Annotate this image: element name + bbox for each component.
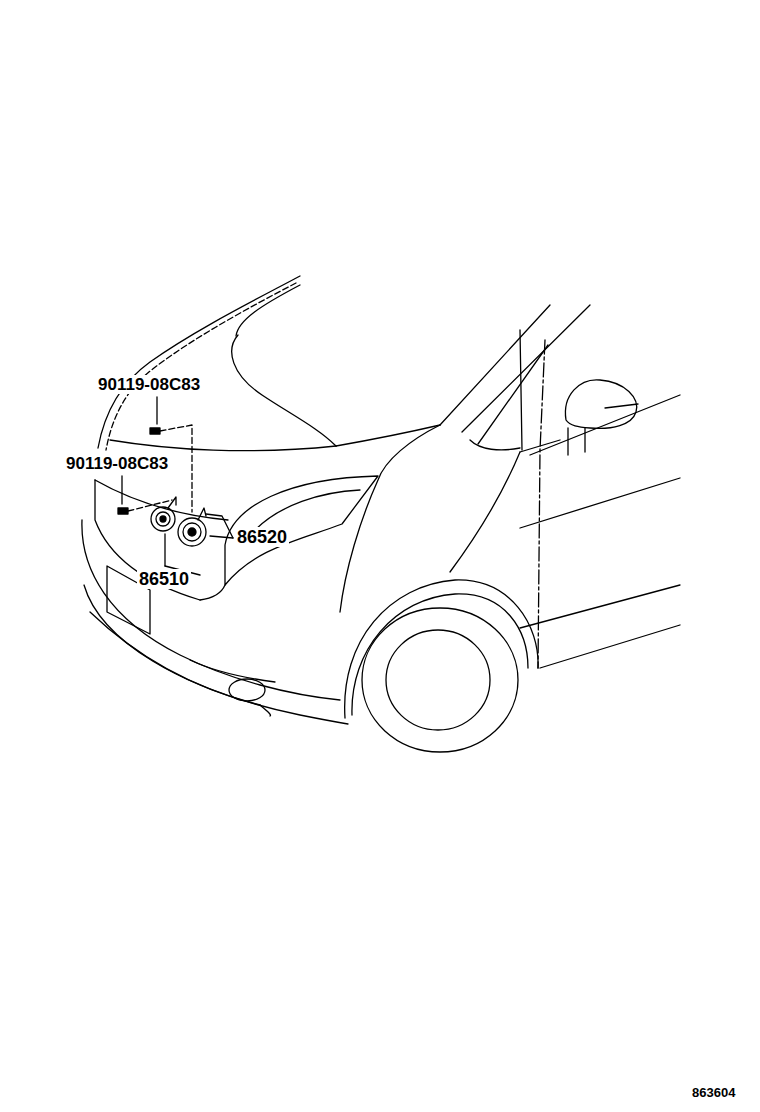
part-number: 90119-08C83 — [64, 454, 170, 473]
callout-number: 86520 — [235, 527, 289, 547]
part-number: 90119-08C83 — [96, 375, 202, 394]
callout-number: 86510 — [137, 569, 191, 589]
diagram-id: 863604 — [690, 1085, 737, 1100]
